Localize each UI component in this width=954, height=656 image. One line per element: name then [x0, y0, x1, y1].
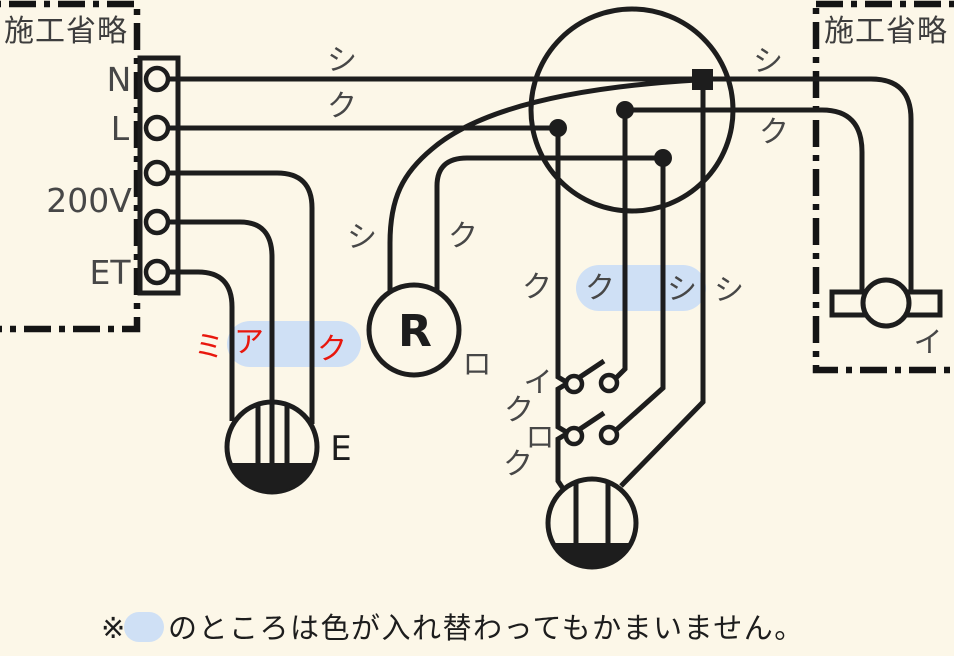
highlight-pill-outlet-wires	[227, 321, 361, 367]
wire-label-neutral-top: シ	[327, 43, 357, 78]
earth-mark: E	[330, 429, 351, 469]
bottom-outlet-fill	[552, 543, 632, 568]
right-omitted-box	[812, 0, 954, 374]
r-lamp-letter: R	[398, 306, 432, 357]
switch-bottom-name: ロ	[525, 420, 554, 454]
terminal-l	[143, 114, 171, 142]
wire-label-live-top: ク	[327, 89, 357, 124]
left-panel-title: 施工省略	[4, 14, 128, 49]
switch-i-lever	[578, 358, 606, 380]
wire-neutral-outlet-drop	[619, 89, 706, 488]
switch-i-contact-right	[598, 372, 620, 394]
note-text: のところは色が入れ替わってもかまいません。	[168, 611, 805, 645]
switch-i-contact-left	[563, 373, 585, 395]
terminal-l-label: L	[111, 109, 130, 148]
r-lamp-circle	[366, 282, 462, 378]
wire-label-outlet-green: ミ	[194, 330, 224, 365]
wire-label-switch-bottom: ク	[503, 447, 533, 482]
wire-label-r-right: ク	[448, 219, 478, 254]
wire-label-mid-2: ク	[585, 271, 615, 306]
junction-dot-live	[549, 119, 567, 137]
junction-square-neutral	[692, 69, 713, 90]
junction-dot-black-right	[616, 101, 634, 119]
terminal-200v-2	[143, 208, 171, 236]
switch-ro-contact-left	[563, 425, 585, 447]
wire-switch-i-return	[614, 115, 628, 380]
wire-label-right-black: ク	[759, 115, 789, 150]
wire-right-black	[625, 107, 865, 292]
highlight-pill-mid-wires	[576, 265, 706, 311]
switch-ro-contact-right	[598, 424, 620, 446]
right-panel-title: 施工省略	[824, 14, 948, 49]
wire-neutral-main	[168, 76, 914, 292]
wire-200v-1	[168, 170, 315, 424]
r-lamp-switch-mark: ロ	[462, 347, 491, 381]
wire-label-r-left: シ	[347, 220, 377, 255]
right-lamp-name: イ	[913, 325, 942, 359]
wire-label-outlet-black: ク	[317, 332, 347, 367]
wire-switch-ro-return	[613, 163, 666, 433]
wire-r-lamp-black	[434, 155, 660, 292]
note-marker: ※	[101, 611, 127, 645]
terminal-et-label: ET	[89, 253, 131, 292]
right-lamp-circle	[860, 277, 912, 329]
earth-outlet-fill	[229, 463, 315, 493]
junction-dot-black-r	[654, 149, 672, 167]
wire-label-mid-4: シ	[714, 273, 744, 308]
switch-ro-lever	[578, 410, 606, 432]
left-omitted-box	[0, 0, 141, 333]
wire-200v-2	[168, 219, 275, 462]
wire-label-switch-top: ク	[504, 393, 534, 428]
terminal-n-label: N	[107, 60, 132, 99]
wire-r-lamp-neutral	[387, 77, 698, 292]
terminal-200v-label: 200V	[46, 181, 132, 220]
terminal-et	[143, 258, 171, 286]
wire-earth	[168, 269, 235, 421]
terminal-200v-1	[143, 159, 171, 187]
terminal-n	[143, 65, 171, 93]
highlight-pill-note	[124, 612, 164, 642]
wire-label-outlet-red: ア	[234, 325, 264, 360]
switch-top-name: イ	[523, 365, 552, 399]
wire-label-right-neutral: シ	[753, 44, 783, 79]
wire-label-mid-3: シ	[667, 272, 697, 307]
wire-live-switch-drop	[555, 133, 573, 495]
wire-label-mid-1: ク	[522, 270, 552, 305]
